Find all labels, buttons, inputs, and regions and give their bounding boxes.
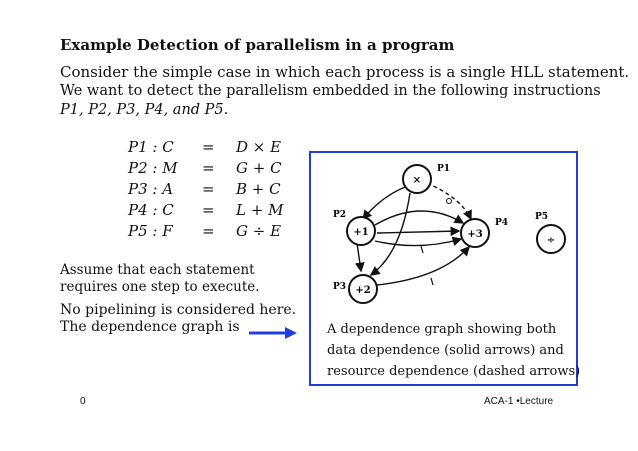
edge-p2-p3 (354, 242, 365, 273)
node-op: +2 (355, 285, 370, 296)
resource-dot (446, 198, 452, 204)
intro-paragraph: Consider the simple case in which each p… (60, 63, 630, 120)
equals-sign: = (202, 158, 215, 177)
node-op: × (413, 175, 421, 186)
edge-p2-p4 (376, 226, 461, 237)
statement-lhs: P2 : M (128, 158, 178, 177)
node-op: ÷ (547, 235, 555, 246)
equals-sign: = (202, 179, 215, 198)
pipelining-text: No pipelining is considered here. The de… (60, 302, 296, 336)
figure-caption: A dependence graph showing both data dep… (327, 319, 581, 382)
pipelining-line-2: The dependence graph is (60, 319, 240, 335)
dependence-graph: × P1 +1 P2 +2 P3 +3 P4 ÷ P5 (333, 164, 566, 304)
edge-p1-p3 (369, 192, 411, 276)
statement-lhs: P5 : F (128, 221, 173, 240)
assumption-line-2: requires one step to execute. (60, 279, 260, 295)
node-label: P5 (535, 212, 548, 222)
assumption-text: Assume that each statement requires one … (60, 262, 260, 296)
intro-line-1: Consider the simple case in which each p… (60, 63, 630, 81)
node-p4: +3 P4 (460, 218, 508, 248)
statement-rhs: G ÷ E (236, 221, 282, 240)
statement-lhs: P3 : A (128, 179, 174, 198)
node-label: P3 (333, 282, 346, 292)
node-label: P4 (495, 218, 508, 228)
caption-line-3: resource dependence (dashed arrows) (327, 364, 581, 379)
edge-p2-p4-lower (374, 236, 463, 247)
statement-lhs: P1 : C (128, 137, 174, 156)
statement-list: P1 : C = D × E P2 : M = G + C P3 : A = B… (128, 136, 283, 241)
dependence-graph-figure: × P1 +1 P2 +2 P3 +3 P4 ÷ P5 A dependence… (309, 151, 581, 386)
caption-line-1: A dependence graph showing both (327, 322, 557, 337)
resource-tick (430, 277, 434, 286)
pointer-arrow-icon (249, 327, 297, 339)
node-label: P2 (333, 210, 346, 220)
node-p3: +2 P3 (333, 274, 378, 304)
statement-p2: P2 : M = G + C (128, 157, 283, 178)
statement-p5: P5 : F = G ÷ E (128, 220, 283, 241)
intro-line-2: We want to detect the parallelism embedd… (60, 83, 601, 99)
slide-title: Example Detection of parallelism in a pr… (60, 36, 455, 54)
node-p5: ÷ P5 (535, 212, 566, 254)
statement-rhs: B + C (236, 179, 281, 198)
assumption-line-1: Assume that each statement (60, 262, 255, 278)
intro-line-3: P1, P2, P3, P4, and P5. (60, 102, 229, 118)
statement-p4: P4 : C = L + M (128, 199, 283, 220)
edge-p2-p4-top (374, 210, 465, 226)
statement-lhs: P4 : C (128, 200, 174, 219)
node-op: +3 (467, 229, 482, 240)
edge-p3-p4 (376, 245, 470, 286)
resource-tick (420, 245, 424, 254)
caption-line-2: data dependence (solid arrows) and (327, 343, 564, 358)
statement-p1: P1 : C = D × E (128, 136, 283, 157)
node-p1: × P1 (402, 164, 450, 194)
edge-p1-p2 (362, 186, 406, 221)
pipelining-line-1: No pipelining is considered here. (60, 302, 297, 318)
node-op: +1 (353, 227, 368, 238)
equals-sign: = (202, 137, 215, 156)
statement-p3: P3 : A = B + C (128, 178, 283, 199)
equals-sign: = (202, 221, 215, 240)
statement-rhs: G + C (236, 158, 282, 177)
statement-rhs: D × E (236, 137, 282, 156)
footer-label: ACA-1 •Lecture (484, 396, 554, 407)
page-number: 0 (80, 396, 86, 407)
node-p2: +1 P2 (333, 210, 376, 246)
statement-rhs: L + M (236, 200, 284, 219)
equals-sign: = (202, 200, 215, 219)
node-label: P1 (437, 164, 450, 174)
